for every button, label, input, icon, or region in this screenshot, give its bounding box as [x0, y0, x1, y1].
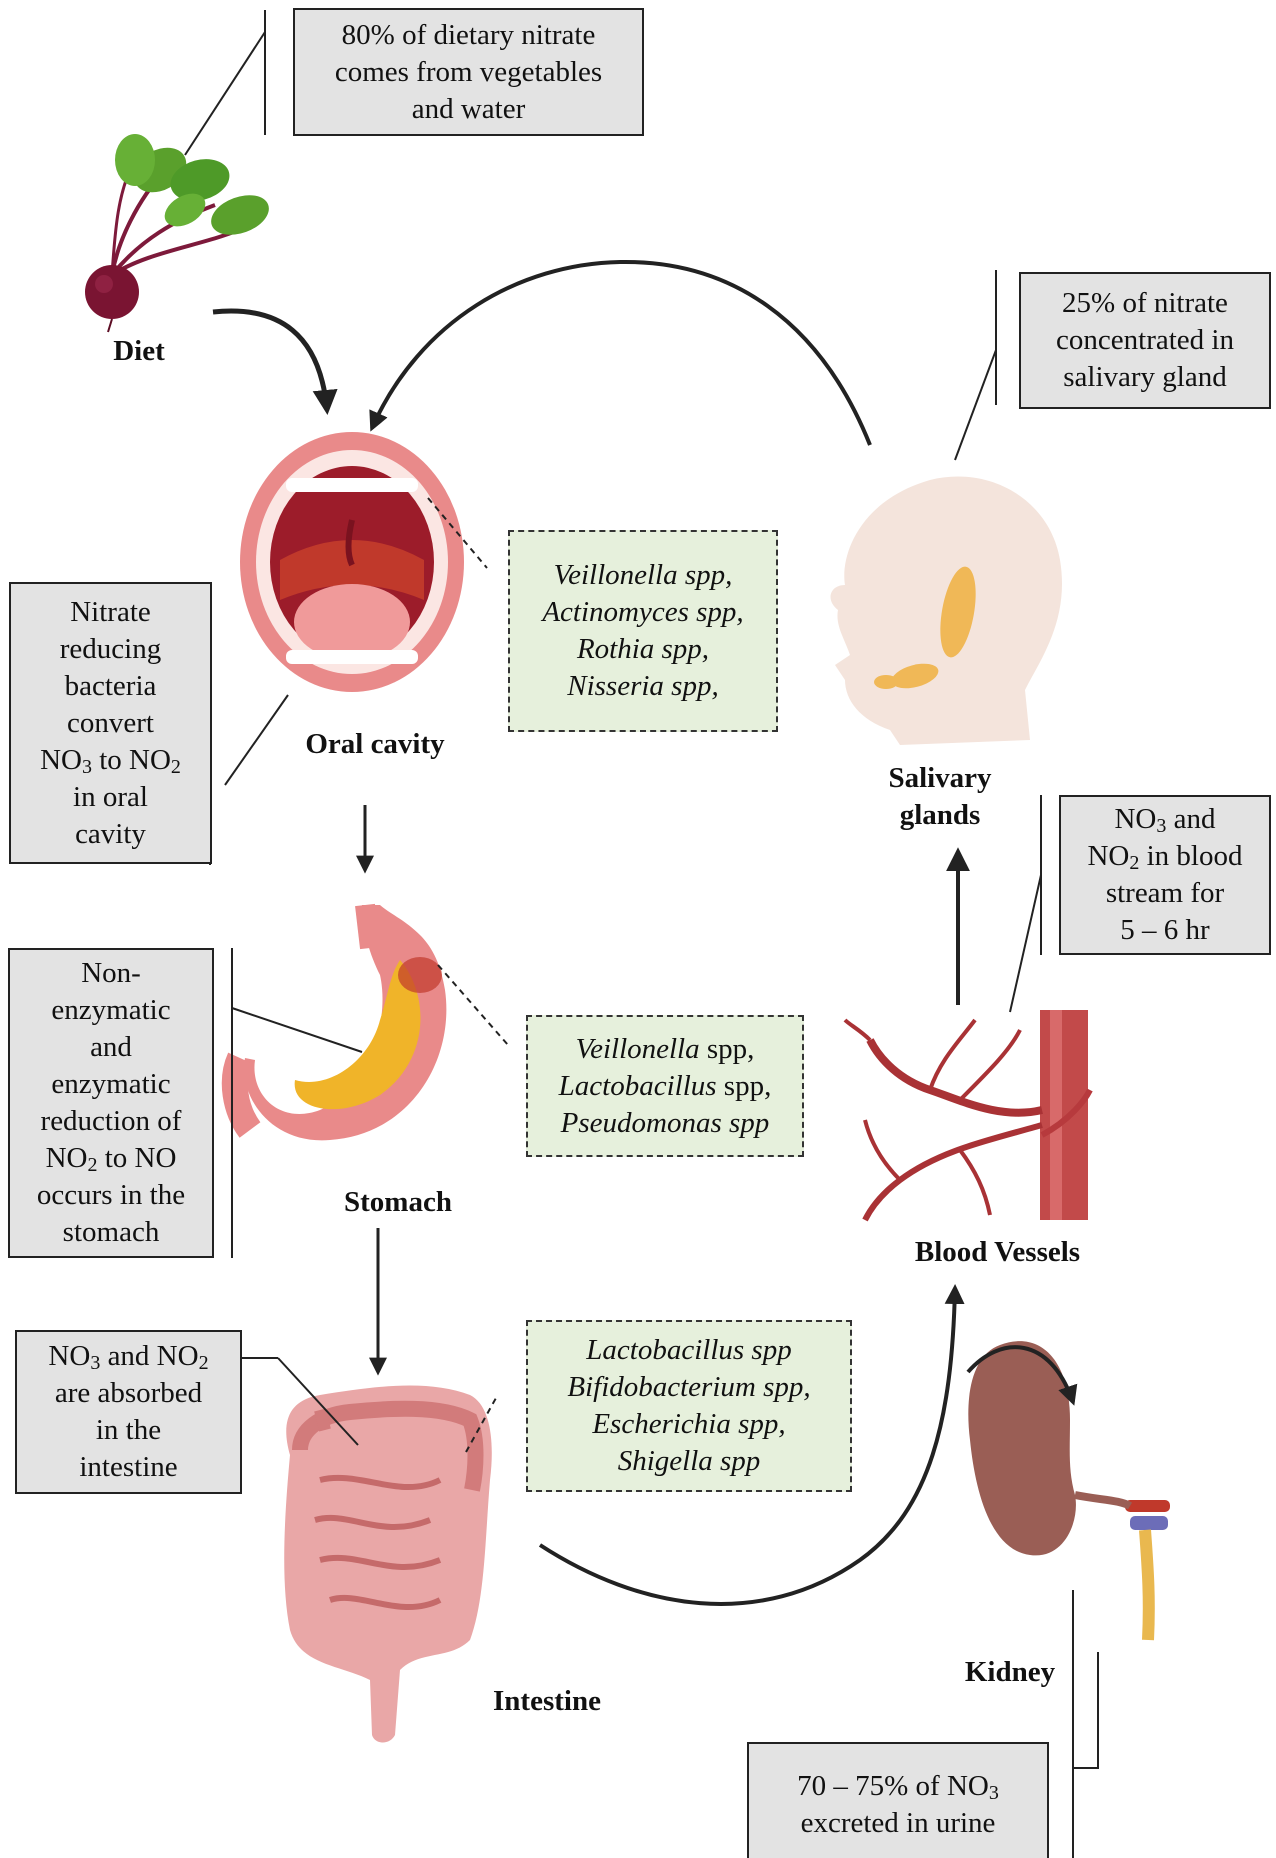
- stomach-note-line: stomach: [63, 1214, 160, 1251]
- bacteria-name: Pseudomonas spp: [561, 1105, 770, 1142]
- intestine-note-line: intestine: [79, 1449, 177, 1486]
- oral-bacteria-box: Veillonella spp, Actinomyces spp, Rothia…: [508, 530, 778, 732]
- stomach-note-line: enzymatic: [51, 992, 170, 1029]
- salivary-glands-label: Salivary glands: [870, 760, 1010, 834]
- blood-vessels-icon: [845, 1010, 1090, 1220]
- bacteria-name: Actinomyces spp,: [542, 594, 743, 631]
- oral-note-line: convert: [67, 705, 154, 742]
- bacteria-name: Veillonella spp,: [554, 557, 733, 594]
- intestine-label: Intestine: [482, 1683, 612, 1720]
- oral-cavity-label: Oral cavity: [285, 726, 465, 763]
- bacteria-name: Rothia spp,: [577, 631, 709, 668]
- salivary-gland-head-icon: [831, 477, 1062, 745]
- mouth-icon: [240, 432, 464, 692]
- intestine-note-line: are absorbed: [55, 1375, 202, 1412]
- oral-note-box: Nitrate reducing bacteria convert NO3 to…: [9, 582, 212, 864]
- bacteria-name: Shigella spp: [618, 1443, 761, 1480]
- stomach-note-formula-line: NO2 to NO: [46, 1140, 177, 1177]
- blood-note-formula-line: NO3 and: [1114, 801, 1215, 838]
- kidney-note-line: excreted in urine: [801, 1805, 996, 1842]
- intestine-note-line: in the: [96, 1412, 161, 1449]
- salivary-label-line: Salivary: [870, 760, 1010, 797]
- kidney-note-box: 70 – 75% of NO3 excreted in urine: [747, 1742, 1049, 1858]
- bacteria-name: Veillonella spp,: [576, 1031, 755, 1068]
- bacteria-name: Nisseria spp,: [567, 668, 718, 705]
- salivary-note-box: 25% of nitrate concentrated in salivary …: [1019, 272, 1271, 409]
- stomach-note-line: Non-: [81, 955, 141, 992]
- oral-note-line: reducing: [60, 631, 161, 668]
- arrow-diet-to-oral: [213, 311, 327, 410]
- bacteria-name: Bifidobacterium spp,: [567, 1369, 810, 1406]
- beetroot-icon: [85, 134, 274, 332]
- stomach-note-line: occurs in the: [37, 1177, 185, 1214]
- bacteria-name: Escherichia spp,: [592, 1406, 785, 1443]
- blood-note-box: NO3 and NO2 in blood stream for 5 – 6 hr: [1059, 795, 1271, 955]
- salivary-note-line: concentrated in: [1056, 322, 1234, 359]
- salivary-label-line: glands: [870, 797, 1010, 834]
- arrow-salivary-to-oral: [372, 262, 870, 445]
- oral-note-line: in oral: [73, 779, 148, 816]
- intestine-note-box: NO3 and NO2 are absorbed in the intestin…: [15, 1330, 242, 1494]
- blood-note-line: 5 – 6 hr: [1120, 912, 1209, 949]
- blood-note-line: stream for: [1106, 875, 1224, 912]
- salivary-note-line: 25% of nitrate: [1062, 285, 1228, 322]
- oral-note-line: Nitrate: [70, 594, 151, 631]
- oral-note-line: bacteria: [65, 668, 157, 705]
- stomach-icon: [235, 905, 447, 1140]
- diet-note-line: and water: [412, 91, 526, 128]
- kidney-note-formula-line: 70 – 75% of NO3: [797, 1768, 999, 1805]
- stomach-note-box: Non- enzymatic and enzymatic reduction o…: [8, 948, 214, 1258]
- kidney-icon: [968, 1341, 1170, 1640]
- stomach-note-line: enzymatic: [51, 1066, 170, 1103]
- salivary-note-line: salivary gland: [1063, 359, 1226, 396]
- diet-note-box: 80% of dietary nitrate comes from vegeta…: [293, 8, 644, 136]
- stomach-bacteria-box: Veillonella spp, Lactobacillus spp, Pseu…: [526, 1015, 804, 1157]
- intestine-icon: [284, 1386, 492, 1743]
- stomach-label: Stomach: [328, 1184, 468, 1221]
- blood-vessels-label: Blood Vessels: [895, 1234, 1100, 1271]
- bacteria-name: Lactobacillus spp: [586, 1332, 791, 1369]
- blood-note-formula-line: NO2 in blood: [1087, 838, 1242, 875]
- diet-label: Diet: [99, 333, 179, 370]
- kidney-label: Kidney: [955, 1654, 1065, 1691]
- diet-note-line: comes from vegetables: [335, 54, 602, 91]
- oral-note-formula-line: NO3 to NO2: [40, 742, 181, 779]
- diet-note-line: 80% of dietary nitrate: [342, 17, 596, 54]
- stomach-note-line: and: [90, 1029, 132, 1066]
- bacteria-name: Lactobacillus spp,: [559, 1068, 772, 1105]
- stomach-note-line: reduction of: [41, 1103, 182, 1140]
- intestine-bacteria-box: Lactobacillus spp Bifidobacterium spp, E…: [526, 1320, 852, 1492]
- oral-note-line: cavity: [75, 816, 146, 853]
- intestine-note-formula-line: NO3 and NO2: [48, 1338, 208, 1375]
